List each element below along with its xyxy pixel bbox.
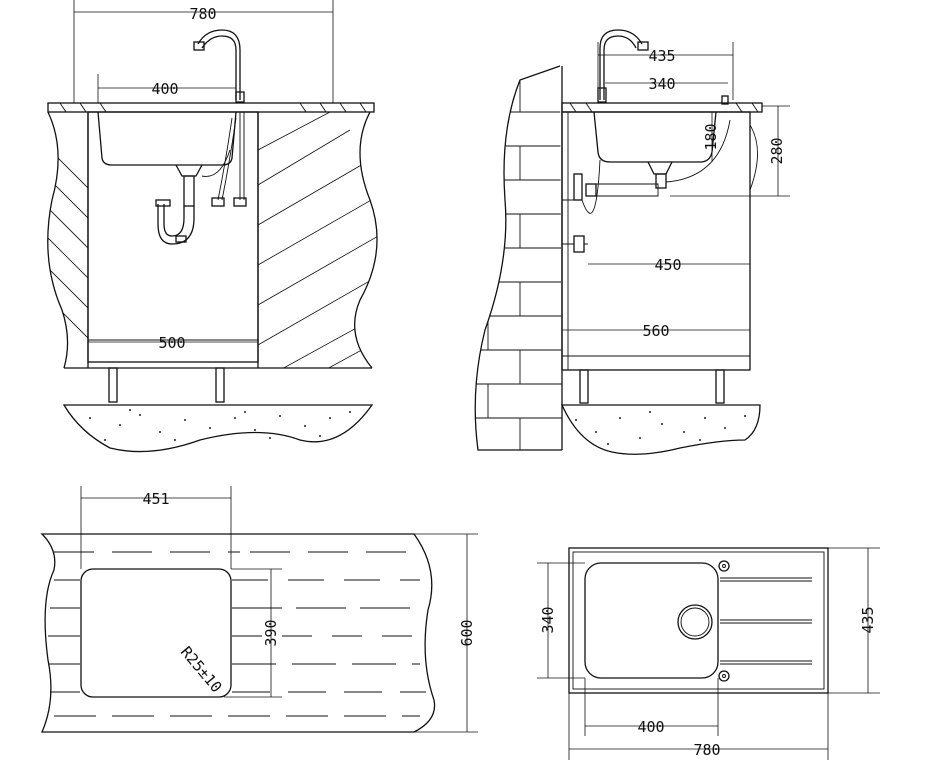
svg-text:180: 180 [702, 123, 720, 150]
top-drain [677, 604, 713, 640]
top-tap-hole-bottom [718, 670, 730, 682]
side-valve-upper [573, 173, 583, 201]
front-right-wall [257, 111, 378, 369]
svg-text:400: 400 [637, 718, 664, 736]
plan-dim-451: 451 [80, 486, 232, 569]
svg-text:435: 435 [859, 606, 877, 633]
side-dim-435: 435 [597, 42, 734, 100]
svg-text:451: 451 [142, 490, 169, 508]
plan-cutout-view: 451 390 R25±10 600 [40, 486, 478, 733]
side-dim-560: 560 [562, 322, 750, 340]
svg-text:435: 435 [648, 47, 675, 65]
front-drain [175, 164, 203, 177]
top-drainboard-grooves [720, 577, 812, 665]
svg-text:340: 340 [539, 606, 557, 633]
front-ground [62, 404, 374, 453]
front-dim-780: 780 [73, 0, 334, 103]
svg-text:780: 780 [693, 741, 720, 759]
svg-text:450: 450 [654, 256, 681, 274]
top-tap-hole-top [718, 560, 730, 572]
plan-dim-radius: R25±10 [177, 643, 226, 696]
svg-text:340: 340 [648, 75, 675, 93]
plan-wood-grain [48, 551, 426, 717]
side-valve-lower [573, 235, 585, 253]
side-dim-180: 180 [702, 112, 720, 162]
top-sink-outline [568, 547, 829, 694]
side-brick-wall [474, 65, 563, 451]
front-cabinet [87, 111, 259, 363]
front-dim-400: 400 [97, 74, 237, 103]
side-dim-450: 450 [588, 256, 750, 274]
front-supply-hoses [239, 112, 245, 200]
svg-text:500: 500 [158, 334, 185, 352]
svg-text:600: 600 [458, 619, 476, 646]
top-sink-bowl [584, 562, 719, 679]
plan-countertop [40, 533, 436, 733]
plan-sink-cutout [80, 568, 232, 698]
top-dim-340: 340 [537, 562, 585, 679]
side-cabinet [561, 111, 751, 371]
front-faucet [197, 29, 241, 100]
front-trap [163, 204, 185, 237]
side-countertop [561, 102, 763, 113]
front-left-wall [47, 111, 89, 369]
front-sink-bowl [97, 111, 237, 166]
svg-text:560: 560 [642, 322, 669, 340]
side-sink-bowl [593, 111, 717, 163]
svg-text:400: 400 [151, 80, 178, 98]
svg-text:280: 280 [768, 137, 786, 164]
front-leg-left [108, 367, 118, 403]
side-cabinet-door-hinge [749, 124, 758, 191]
plan-dim-600: 600 [414, 533, 478, 733]
top-dim-435: 435 [828, 547, 880, 694]
top-dim-400: 400 [584, 678, 719, 736]
side-dim-280: 280 [670, 105, 790, 197]
sink-top-view: 340 435 400 780 [537, 547, 880, 760]
side-dim-340: 340 [605, 75, 728, 93]
front-dim-500: 500 [88, 334, 258, 352]
top-dim-780: 780 [568, 693, 829, 760]
svg-text:780: 780 [189, 5, 216, 23]
front-leg-right [215, 367, 225, 403]
side-ground [560, 404, 761, 455]
plan-dim-390: 390 [224, 568, 282, 698]
svg-text:R25±10: R25±10 [177, 643, 226, 696]
svg-text:390: 390 [262, 619, 280, 646]
side-faucet [599, 29, 643, 100]
front-view: 780 400 500 [47, 0, 378, 453]
side-view: 435 340 180 280 450 560 [474, 29, 790, 455]
